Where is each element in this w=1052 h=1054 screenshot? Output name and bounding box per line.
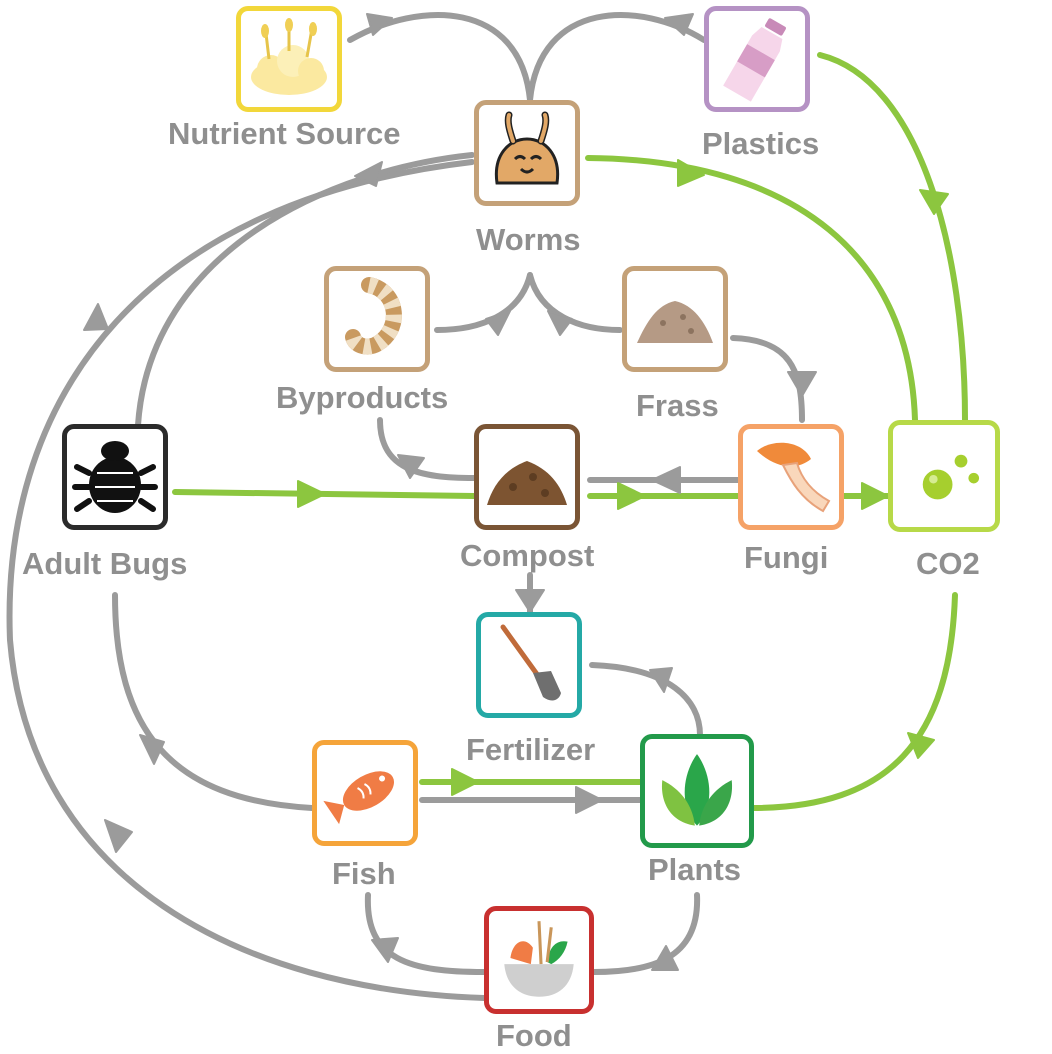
worms-label: Worms (476, 222, 581, 257)
frass-pile-icon (637, 301, 713, 343)
fungi-label: Fungi (744, 540, 829, 575)
byproducts-label: Byproducts (276, 380, 449, 415)
bubbles-icon (922, 454, 980, 500)
arrow-frass-to-fungi (730, 335, 805, 423)
frass-label: Frass (636, 388, 719, 423)
arrowhead-plastics-co2 (919, 189, 949, 215)
arrow-fish-to-food (364, 892, 487, 975)
arrowhead-worms-bugs (354, 161, 383, 187)
arrowhead-fish-plants (575, 786, 603, 814)
adult-bugs-label: Adult Bugs (22, 546, 188, 581)
food-node (484, 906, 594, 1014)
arrowhead-bugs-fish (139, 734, 165, 765)
arrow-worms-to-frass (527, 272, 623, 333)
arrowhead-byproducts-compost (397, 454, 425, 479)
arrow-byproducts-to-compost (377, 417, 477, 481)
arrowhead-outer-left (83, 303, 109, 331)
arrowhead-outer-lower (104, 819, 133, 853)
shovel-icon (500, 624, 561, 701)
fish-node (312, 740, 418, 846)
arrow-worms-to-adult-bugs (135, 152, 475, 428)
nutrient-source-label: Nutrient Source (168, 116, 401, 151)
arrowhead-nutrient-worms (366, 13, 393, 36)
plants-node (640, 734, 754, 848)
arrow-plants-to-food (591, 892, 701, 975)
arrow-worms-to-byproducts (434, 272, 533, 333)
byproducts-node (324, 266, 430, 372)
arrowhead-compost-fertilizer (515, 589, 545, 613)
arrowhead-fish-food (371, 937, 399, 963)
arrowhead-worms-byproducts (485, 310, 511, 336)
arrowhead-fungi-compost (651, 466, 681, 494)
arrow-worms-outer-loop (6, 159, 487, 1001)
plastic-bottle-icon (723, 18, 786, 102)
arrowhead-co2-plants (907, 732, 935, 759)
compost-label: Compost (460, 538, 595, 573)
arrowhead-frass-fungi (787, 371, 817, 397)
arrowhead-plastics-worms (664, 13, 694, 36)
fertilizer-label: Fertilizer (466, 732, 596, 767)
arrowhead-plants-food (651, 945, 679, 971)
arrowhead-worms-frass (547, 310, 573, 336)
wheat-grain-icon (251, 18, 327, 95)
mushroom-icon (757, 442, 831, 513)
food-label: Food (496, 1018, 572, 1053)
fertilizer-node (476, 612, 582, 718)
arrow-fertilizer-to-plants (589, 662, 703, 738)
arrowhead-fish-plants-green (451, 768, 479, 796)
worm-icon (494, 111, 560, 185)
fish-label: Fish (332, 856, 396, 891)
nutrient-source-node (236, 6, 342, 112)
leaves-icon (661, 754, 733, 826)
larva-icon (345, 277, 402, 355)
co2-node (888, 420, 1000, 532)
compost-node (474, 424, 580, 530)
arrow-plastics-to-co2 (817, 52, 968, 423)
fungi-node (738, 424, 844, 530)
plastics-node (704, 6, 810, 112)
arrow-co2-to-plants (749, 592, 958, 811)
fish-icon (323, 771, 394, 825)
arrowhead-worms-co2 (677, 159, 705, 187)
arrowhead-bugs-compost (297, 480, 326, 508)
arrowhead-compost-fungi (617, 482, 646, 510)
adult-bugs-node (62, 424, 168, 530)
frass-node (622, 266, 728, 372)
arrowhead-fertilizer-plants (649, 667, 673, 693)
co2-label: CO2 (916, 546, 980, 581)
food-bowl-icon (504, 921, 574, 997)
arrow-worms-to-co2 (585, 155, 918, 423)
plastics-label: Plastics (702, 126, 820, 161)
arrow-adult-bugs-to-fish (112, 592, 315, 811)
worms-node (474, 100, 580, 206)
arrowhead-fungi-co2 (861, 482, 889, 510)
compost-pile-icon (487, 461, 567, 505)
beetle-icon (72, 441, 158, 513)
plants-label: Plants (648, 852, 742, 887)
